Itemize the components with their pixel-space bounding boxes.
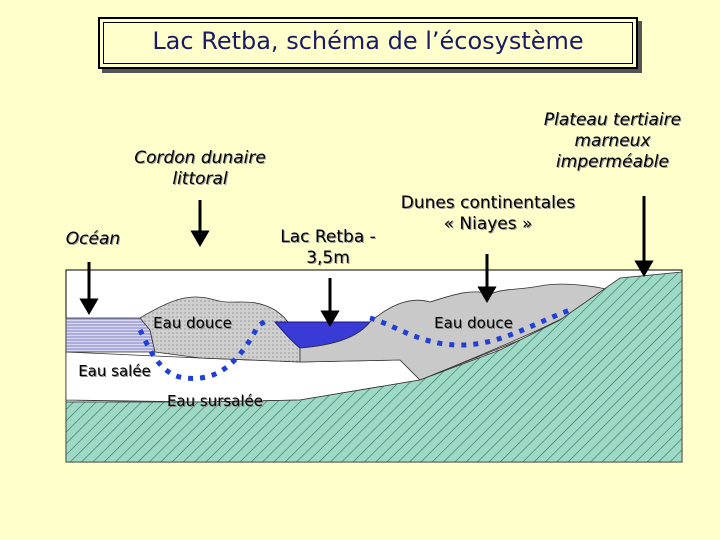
label-cordon-line1: Cordon dunaire <box>120 148 280 169</box>
label-eau-douce-right: Eau douce <box>426 313 521 334</box>
label-dunes-line2: « Niayes » <box>388 214 588 235</box>
label-dunes-line1: Dunes continentales <box>388 193 588 214</box>
label-plateau: Plateau tertiaire marneux imperméable <box>530 110 695 173</box>
label-cordon-line2: littoral <box>120 169 280 190</box>
label-cordon: Cordon dunaire littoral <box>120 148 280 190</box>
label-dunes: Dunes continentales « Niayes » <box>388 193 588 235</box>
label-lac: Lac Retba - 3,5m <box>268 227 388 269</box>
label-plateau-line2: marneux <box>530 131 695 152</box>
label-eau-sursalee: Eau sursalée <box>160 391 270 412</box>
label-eau-douce-left: Eau douce <box>145 313 240 334</box>
label-ocean: Océan <box>58 229 128 250</box>
label-plateau-line1: Plateau tertiaire <box>530 110 695 131</box>
ocean-water <box>66 318 155 352</box>
label-lac-line2: 3,5m <box>268 248 388 269</box>
label-eau-salee: Eau salée <box>72 361 157 382</box>
label-plateau-line3: imperméable <box>530 152 695 173</box>
label-lac-line1: Lac Retba - <box>268 227 388 248</box>
